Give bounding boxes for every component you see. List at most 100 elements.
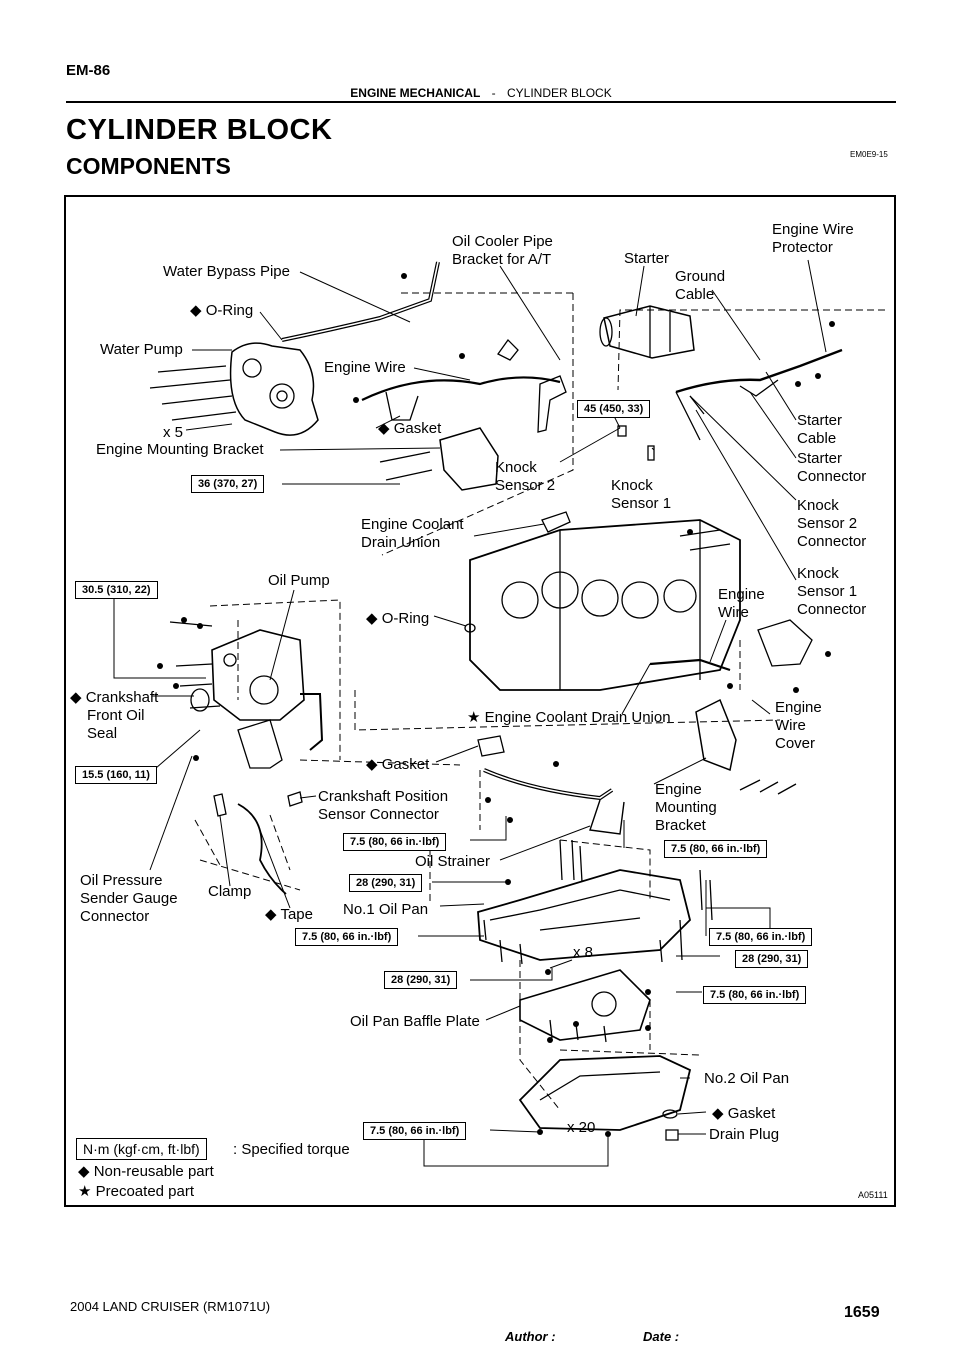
legend-precoated-text: Precoated part [95,1183,195,1200]
label-ks2-connector-line2: Sensor 2 [797,515,858,532]
header-rule [66,101,896,103]
label-cps-line1: Crankshaft Position [318,788,449,805]
legend-nonreusable: ◆ Non-reusable part [78,1163,214,1181]
nonreusable-icon: ◆ [712,1105,724,1122]
legend-precoated: ★ Precoated part [78,1183,194,1201]
label-ks2-connector-line1: Knock [797,497,839,514]
label-emb-r-line2: Mounting [655,799,717,816]
label-tape: ◆ Tape [265,906,313,924]
torque-box: 28 (290, 31) [349,874,423,892]
label-ground-cable: Ground Cable [675,268,725,304]
label-oil-cooler-pipe: Oil Cooler Pipe Bracket for A/T [452,233,553,269]
subsection-title: CYLINDER BLOCK [507,86,612,100]
label-oil-pan-baffle-plate: Oil Pan Baffle Plate [350,1013,480,1030]
label-knock-sensor-2-connector: Knock Sensor 2 Connector [797,497,866,551]
label-ks1-connector-line2: Sensor 1 [797,583,858,600]
torque-box: 15.5 (160, 11) [75,766,157,784]
label-engine-coolant-drain-union: Engine Coolant Drain Union [361,516,464,552]
torque-box: 30.5 (310, 22) [75,581,158,599]
page-id: EM-86 [66,62,111,79]
label-water-bypass-pipe: Water Bypass Pipe [163,263,290,280]
label-gasket-top: ◆ Gasket [378,420,441,438]
label-water-pump: Water Pump [100,341,183,358]
label-knock-sensor-2-line2: Sensor 2 [495,477,556,494]
label-ecdu-pre-text: Engine Coolant Drain Union [484,709,671,726]
torque-box: 7.5 (80, 66 in.·lbf) [343,833,447,851]
label-oil-strainer: Oil Strainer [415,853,491,870]
label-emb-r-line3: Bracket [655,817,706,834]
legend-torque-unit: N·m (kgf·cm, ft·lbf) [76,1138,207,1160]
label-gasket-mid-text: Gasket [381,756,430,773]
label-engine-wire-cover: Engine Wire Cover [775,699,822,753]
footer-model: 2004 LAND CRUISER (RM1071U) [70,1299,271,1314]
label-ecdu-line2: Drain Union [361,534,441,551]
nonreusable-icon: ◆ [378,420,390,437]
label-engine-wire-mid-line1: Engine [718,586,765,603]
label-opsg-line3: Connector [80,908,150,925]
label-cfos-line2: Front Oil [87,707,145,724]
label-gasket-bottom-text: Gasket [727,1105,776,1122]
figure-id: A05111 [858,1190,888,1200]
torque-box: 28 (290, 31) [735,950,809,968]
label-knock-sensor-2-line1: Knock [495,459,537,476]
label-engine-wire-mid-line2: Wire [718,604,749,621]
label-engine-wire-mid: Engine Wire [718,586,765,622]
label-clamp: Clamp [208,883,252,900]
section-title: ENGINE MECHANICAL [350,86,481,100]
doc-code: EM0E9-15 [850,150,888,159]
label-oil-cooler-pipe-line1: Oil Cooler Pipe [452,233,553,250]
label-emb-r-line1: Engine [655,781,702,798]
diagram-frame [64,195,896,1207]
label-ks1-connector-line3: Connector [797,601,867,618]
legend-nonreusable-text: Non-reusable part [93,1163,214,1180]
torque-box: 36 (370, 27) [191,475,265,493]
label-x5: x 5 [163,424,184,441]
label-gasket-top-text: Gasket [393,420,442,437]
label-ewc-line1: Engine [775,699,822,716]
label-ground-cable-line1: Ground [675,268,726,285]
label-cps-line2: Sensor Connector [318,806,439,823]
label-cfos-line1: Crankshaft [85,689,159,706]
torque-box: 45 (450, 33) [577,400,651,418]
label-oil-cooler-pipe-line2: Bracket for A/T [452,251,552,268]
footer-page-number: 1659 [844,1304,880,1321]
label-gasket-bottom: ◆ Gasket [712,1105,775,1123]
nonreusable-icon: ◆ [78,1163,90,1180]
nonreusable-icon: ◆ [70,689,82,706]
torque-box: 28 (290, 31) [384,971,458,989]
label-cfos-line3: Seal [87,725,118,742]
legend-torque-desc: : Specified torque [233,1141,350,1158]
torque-box: 7.5 (80, 66 in.·lbf) [295,928,399,946]
label-knock-sensor-2: Knock Sensor 2 [495,459,555,495]
label-crankshaft-front-oil-seal: ◆ Crankshaft Front Oil Seal [70,689,158,743]
torque-box: 7.5 (80, 66 in.·lbf) [664,840,768,858]
footer-date: Date : [643,1329,680,1344]
label-no1-oil-pan: No.1 Oil Pan [343,901,429,918]
label-oil-pressure-sender-gauge-connector: Oil Pressure Sender Gauge Connector [80,872,178,926]
torque-box: 7.5 (80, 66 in.·lbf) [709,928,813,946]
label-ks2-connector-line3: Connector [797,533,867,550]
label-no2-oil-pan: No.2 Oil Pan [704,1070,790,1087]
label-o-ring-mid: ◆ O-Ring [366,610,429,628]
label-o-ring-top-text: O-Ring [205,302,254,319]
precoated-icon: ★ [467,709,481,726]
label-gasket-mid: ◆ Gasket [366,756,429,774]
label-engine-wire-protector-line1: Engine Wire [772,221,854,238]
nonreusable-icon: ◆ [366,610,378,627]
label-starter-cable: Starter Cable [797,412,842,448]
label-ecdu-line1: Engine Coolant [361,516,464,533]
label-engine-wire-protector-line2: Protector [772,239,833,256]
nonreusable-icon: ◆ [265,906,277,923]
label-o-ring-top: ◆ O-Ring [190,302,253,320]
torque-box: 7.5 (80, 66 in.·lbf) [703,986,807,1004]
label-knock-sensor-1: Knock Sensor 1 [611,477,671,513]
label-oil-pump: Oil Pump [268,572,330,589]
label-x20: x 20 [567,1119,596,1136]
label-drain-plug: Drain Plug [709,1126,780,1143]
label-starter-cable-line2: Cable [797,430,837,447]
nonreusable-icon: ◆ [366,756,378,773]
nonreusable-icon: ◆ [190,302,202,319]
label-tape-text: Tape [280,906,313,923]
torque-box: 7.5 (80, 66 in.·lbf) [363,1122,467,1140]
